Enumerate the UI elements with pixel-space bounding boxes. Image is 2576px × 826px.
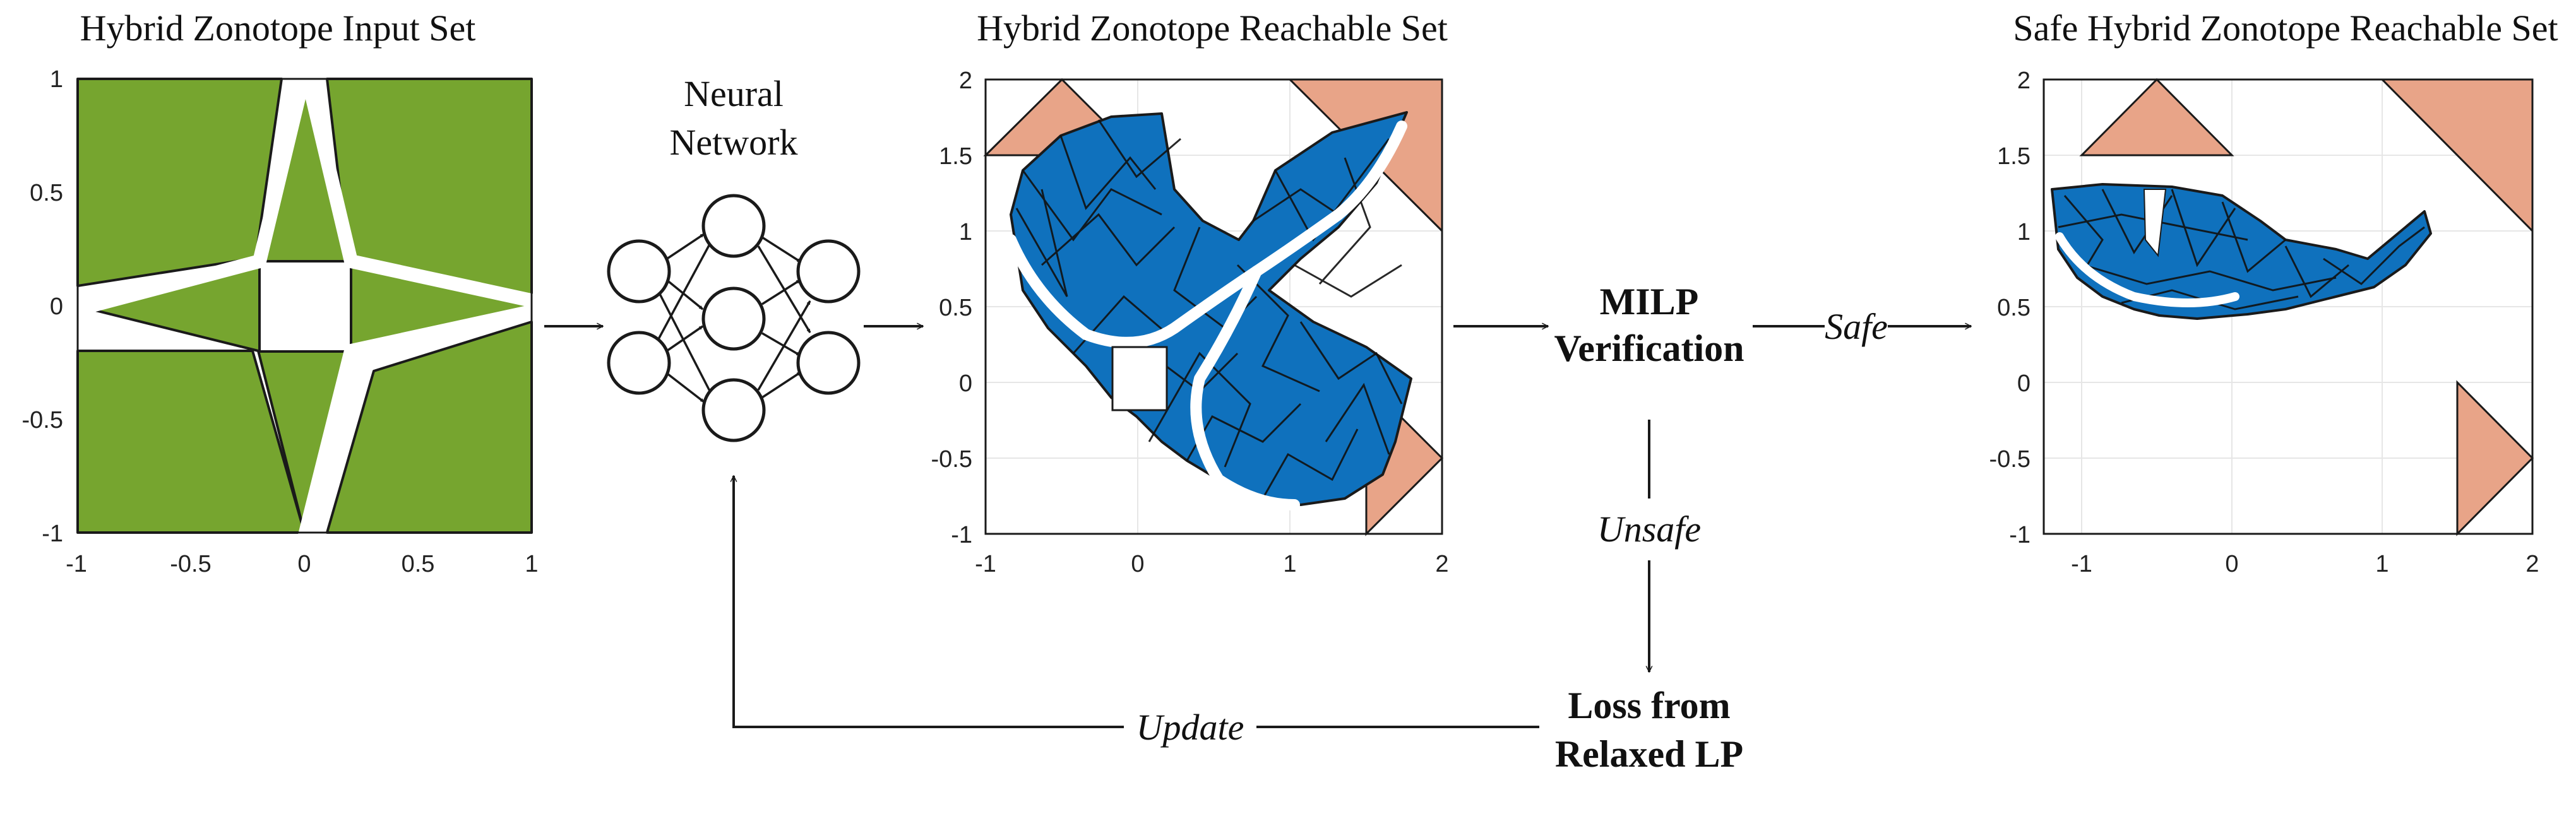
safe-x-tick: 0 [2225, 551, 2238, 577]
reachable-y-tick: -0.5 [931, 446, 972, 473]
safe-axes-frame [2042, 78, 2534, 535]
reachable-x-tick: 1 [1283, 551, 1296, 577]
input-axes-frame [76, 78, 533, 534]
safe-y-tick: -1 [2009, 522, 2030, 548]
reachable-y-ticks: 2 1.5 1 0.5 0 -0.5 -1 [931, 68, 972, 548]
nn-label-line2: Network [670, 122, 798, 163]
safe-y-tick: 1 [2017, 219, 2030, 245]
reachable-y-tick: 1.5 [939, 143, 972, 170]
loss-label-line1: Loss from [1568, 685, 1730, 726]
neuron [701, 378, 766, 442]
input-x-tick: 1 [525, 551, 538, 577]
neuron [701, 194, 766, 258]
safe-set-panel: Safe Hybrid Zonotope Reachable Set [1989, 8, 2558, 577]
reachable-x-tick: 0 [1131, 551, 1144, 577]
neuron [701, 286, 766, 351]
safe-y-tick: 1.5 [1997, 143, 2030, 170]
neuron [796, 239, 861, 304]
reachable-set-title: Hybrid Zonotope Reachable Set [977, 8, 1448, 49]
update-label: Update [1136, 707, 1244, 748]
reachable-x-tick: 2 [1435, 551, 1448, 577]
reachable-center-hole [1111, 346, 1168, 411]
input-x-tick: -1 [66, 551, 87, 577]
update-arrow-left [734, 476, 1124, 728]
safe-set-title: Safe Hybrid Zonotope Reachable Set [2013, 8, 2558, 49]
safe-x-tick: 2 [2525, 551, 2539, 577]
safe-y-ticks: 2 1.5 1 0.5 0 -0.5 -1 [1989, 68, 2030, 548]
safe-channels [2055, 232, 2239, 307]
input-y-tick: 1 [50, 66, 63, 93]
unsafe-triangle [2079, 78, 2234, 156]
unsafe-triangle [2456, 380, 2534, 536]
safe-set-plot: -1 0 1 2 2 1.5 1 0.5 0 -0.5 -1 [1989, 68, 2539, 577]
safe-y-tick: 2 [2017, 68, 2030, 94]
safe-blue-set [2051, 183, 2432, 320]
input-x-tick: -0.5 [170, 551, 211, 577]
input-channels [66, 68, 544, 545]
reachable-blue-set [1005, 111, 1412, 510]
input-y-tick: 0.5 [30, 180, 63, 206]
safe-x-ticks: -1 0 1 2 [2071, 551, 2539, 577]
reachable-x-tick: -1 [975, 551, 996, 577]
safe-unsafe-regions [2079, 78, 2534, 536]
neuron [607, 331, 671, 395]
input-set-plot: -1 -0.5 0 0.5 1 1 0.5 0 -0.5 -1 [22, 66, 544, 577]
input-y-tick: -0.5 [22, 407, 63, 434]
safe-x-tick: -1 [2071, 551, 2092, 577]
verification-loop: MILP Verification Safe Unsafe Loss from … [734, 281, 1971, 775]
nn-label-line1: Neural [684, 73, 784, 114]
reachable-set-panel: Hybrid Zonotope Reachable Set [931, 8, 1449, 577]
safe-y-tick: 0.5 [1997, 295, 2030, 321]
loss-label-line2: Relaxed LP [1555, 733, 1743, 775]
neuron [607, 239, 671, 304]
reachable-y-tick: 2 [959, 68, 972, 94]
reachable-axes-frame [984, 78, 1443, 535]
safe-y-tick: -0.5 [1989, 446, 2030, 473]
input-x-tick: 0 [297, 551, 311, 577]
safe-y-tick: 0 [2017, 370, 2030, 397]
input-x-ticks: -1 -0.5 0 0.5 1 [66, 551, 538, 577]
unsafe-label: Unsafe [1597, 509, 1701, 550]
safe-x-tick: 1 [2375, 551, 2388, 577]
reachable-y-tick: 0 [959, 370, 972, 397]
green-top-left [76, 78, 283, 287]
input-y-tick: 0 [50, 293, 63, 320]
input-y-ticks: 1 0.5 0 -0.5 -1 [22, 66, 63, 547]
nn-connections [656, 233, 811, 403]
nn-neurons [607, 194, 861, 442]
reachable-y-tick: 1 [959, 219, 972, 245]
safe-white-gap [2143, 189, 2167, 257]
reachable-set-plot: -1 0 1 2 2 1.5 1 0.5 0 -0.5 -1 [931, 68, 1449, 577]
neuron [796, 331, 861, 395]
milp-label-line1: MILP [1600, 281, 1699, 322]
milp-label-line2: Verification [1554, 327, 1744, 369]
input-center-hole [258, 260, 352, 353]
reachable-y-tick: 0.5 [939, 295, 972, 321]
neural-network: Neural Network [607, 73, 861, 442]
reachable-mesh [1015, 119, 1403, 499]
safe-label: Safe [1825, 306, 1888, 347]
input-x-tick: 0.5 [402, 551, 435, 577]
reachable-channels [1005, 121, 1407, 510]
input-set-title: Hybrid Zonotope Input Set [80, 8, 476, 49]
input-set-panel: Hybrid Zonotope Input Set -1 -0.5 [22, 8, 544, 577]
reachable-x-ticks: -1 0 1 2 [975, 551, 1448, 577]
input-y-tick: -1 [42, 521, 63, 547]
input-set-polygons [76, 78, 533, 534]
reachable-y-tick: -1 [951, 522, 972, 548]
